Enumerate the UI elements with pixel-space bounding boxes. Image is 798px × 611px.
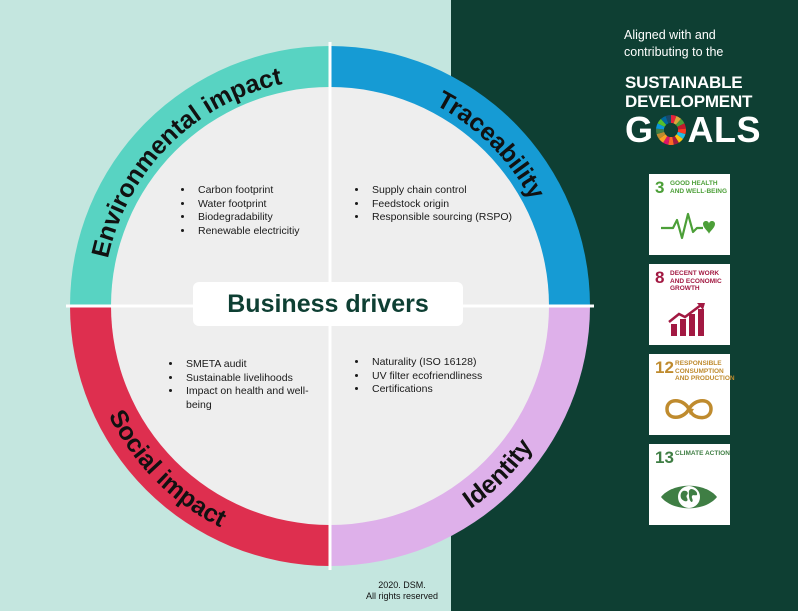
sdg-goal-12-card: 12 RESPONSIBLE CONSUMPTION AND PRODUCTIO… xyxy=(649,354,735,435)
infinity-loop-icon xyxy=(665,399,713,420)
list-item: Feedstock origin xyxy=(368,198,512,212)
goal-title: DECENT WORK AND ECONOMIC GROWTH xyxy=(670,270,722,292)
center-label: Business drivers xyxy=(193,282,463,326)
sdg-wheel-segment xyxy=(671,135,679,145)
environmental-items: Carbon footprint Water footprint Biodegr… xyxy=(172,184,300,238)
list-item: Naturality (ISO 16128) xyxy=(368,356,482,370)
list-item: Biodegradability xyxy=(194,211,300,225)
list-item: Impact on health and well-being xyxy=(182,385,332,412)
goal-title: CLIMATE ACTION xyxy=(675,450,730,457)
sdg-wheel-segment xyxy=(673,116,681,125)
list-item: Renewable electricitiy xyxy=(194,225,300,239)
sdg-wheel-segment xyxy=(674,134,683,143)
sdg-wheel-segment xyxy=(660,116,668,125)
sdg-goal-3-card: 3 GOOD HEALTH AND WELL-BEING xyxy=(649,174,730,255)
social-items: SMETA audit Sustainable livelihoods Impa… xyxy=(160,358,332,412)
sdg-goal-8-card: 8 DECENT WORK AND ECONOMIC GROWTH xyxy=(649,264,730,345)
sdg-logo-line-1: SUSTAINABLE xyxy=(625,73,743,92)
sdg-wheel-segment xyxy=(667,136,674,145)
sdg-intro-line-1: Aligned with and xyxy=(624,28,716,42)
sdg-wheel-segment xyxy=(656,131,665,140)
list-item: Supply chain control xyxy=(368,184,512,198)
list-item: Water footprint xyxy=(194,198,300,212)
sdg-wheel-segment xyxy=(658,134,667,143)
sdg-wheel-segment xyxy=(677,128,686,135)
goal-title: RESPONSIBLE CONSUMPTION AND PRODUCTION xyxy=(675,360,735,382)
sdg-intro-text: Aligned with and contributing to the xyxy=(624,27,723,61)
sdg-color-wheel-icon xyxy=(655,115,686,145)
sdg-wheel-segment xyxy=(665,115,671,124)
copyright-line-1: 2020. DSM. xyxy=(378,580,426,590)
sdg-logo-line-3: G ALS xyxy=(625,111,761,149)
goal-number: 3 xyxy=(655,178,665,197)
globe-eye-icon xyxy=(661,485,717,509)
sdg-goal-13-card: 13 CLIMATE ACTION xyxy=(649,444,730,525)
heartbeat-icon xyxy=(661,212,715,240)
list-item: SMETA audit xyxy=(182,358,332,372)
list-item: Sustainable livelihoods xyxy=(182,372,332,386)
goal-number: 12 xyxy=(655,358,674,377)
sdg-wheel-segment xyxy=(670,115,676,124)
sdg-logo-line-2: DEVELOPMENT xyxy=(625,92,753,111)
goal-number: 13 xyxy=(655,448,674,467)
sdg-logo-als: ALS xyxy=(687,109,762,150)
traceability-items: Supply chain control Feedstock origin Re… xyxy=(346,184,512,225)
growth-chart-icon xyxy=(668,303,705,336)
sdg-wheel-segment xyxy=(676,123,686,130)
list-item: Certifications xyxy=(368,383,482,397)
sdg-wheel-segment xyxy=(662,135,670,145)
list-item: Carbon footprint xyxy=(194,184,300,198)
goal-number: 8 xyxy=(655,268,665,287)
copyright-notice: 2020. DSM. All rights reserved xyxy=(352,580,452,602)
list-item: UV filter ecofriendliness xyxy=(368,370,482,384)
list-item: Responsible sourcing (RSPO) xyxy=(368,211,512,225)
sdg-wheel-segment xyxy=(657,118,666,127)
goal-title: GOOD HEALTH AND WELL-BEING xyxy=(670,180,728,195)
sdg-wheel-segment xyxy=(675,118,684,127)
sdg-wheel-segment xyxy=(655,128,664,135)
copyright-line-2: All rights reserved xyxy=(365,591,439,601)
sdg-intro-line-2: contributing to the xyxy=(624,45,724,59)
sdg-wheel-segment xyxy=(676,131,685,140)
sdg-logo-g: G xyxy=(625,109,654,150)
identity-items: Naturality (ISO 16128) UV filter ecofrie… xyxy=(346,356,482,397)
sdg-logo: SUSTAINABLE DEVELOPMENT G ALS xyxy=(625,73,761,149)
sdg-wheel-segment xyxy=(655,123,665,130)
